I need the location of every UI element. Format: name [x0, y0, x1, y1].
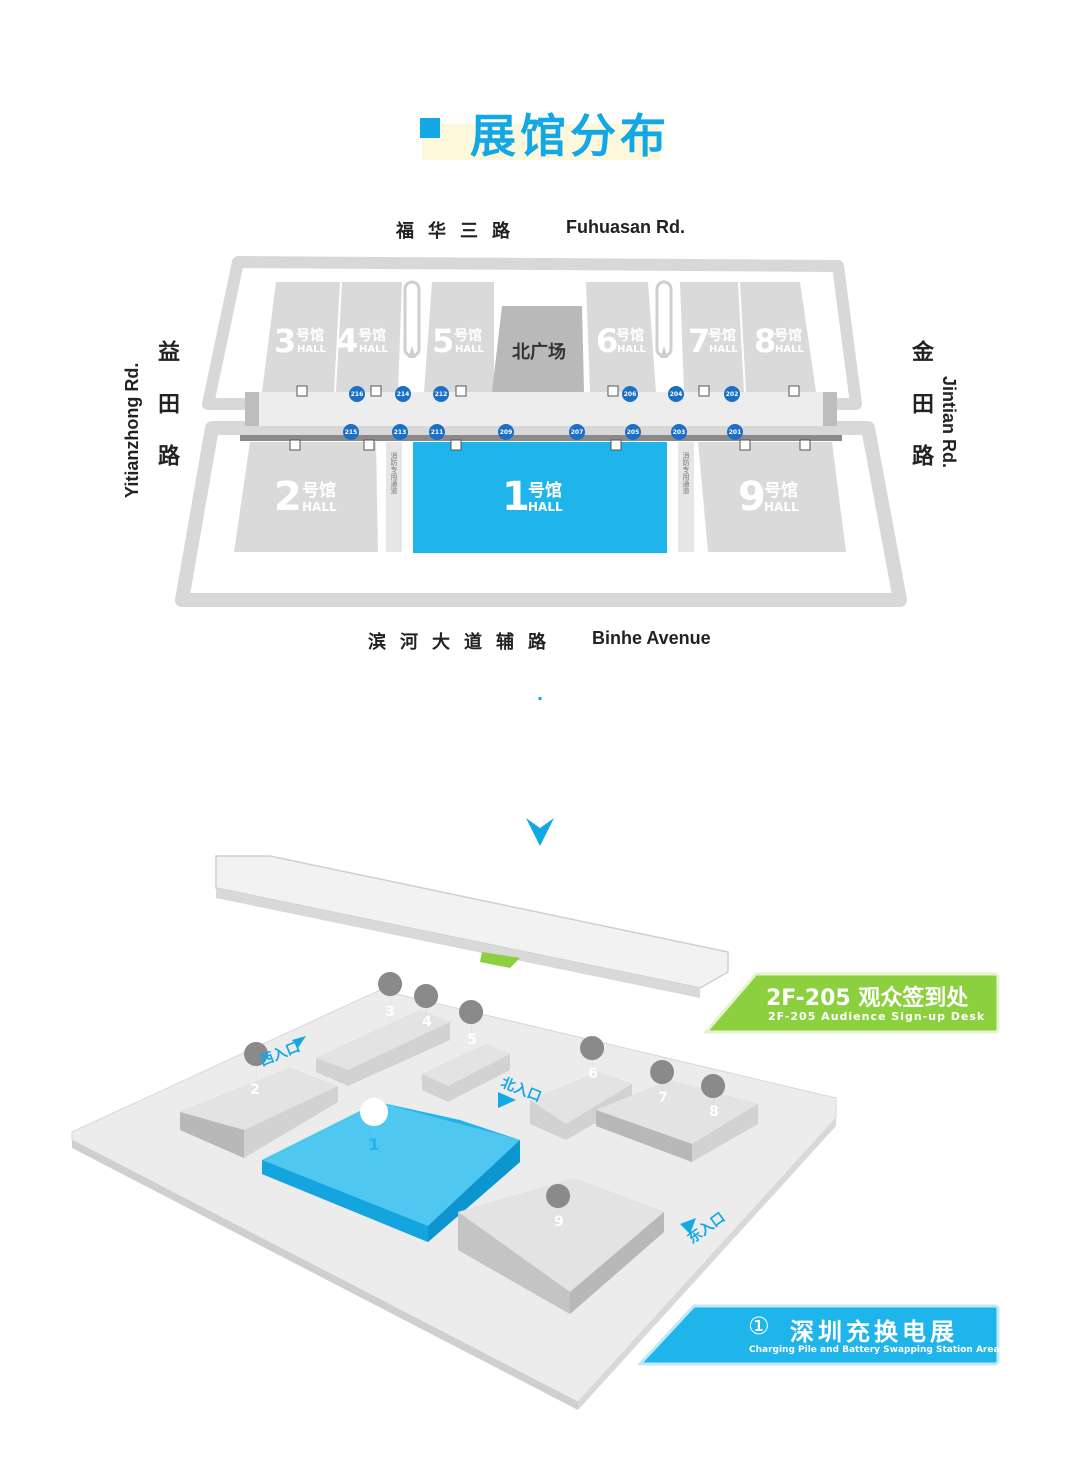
svg-text:205: 205	[627, 429, 640, 436]
svg-text:HALL: HALL	[455, 344, 484, 355]
main-walkway	[240, 435, 842, 441]
svg-text:2: 2	[274, 474, 302, 520]
svg-text:209: 209	[500, 429, 513, 436]
floor-plan-map: 216 214 212 206 204 202 215 213 211 209 …	[175, 256, 907, 700]
west-entrance-arrow-icon	[292, 1036, 306, 1048]
svg-text:9: 9	[738, 474, 766, 520]
exhibit-number: ①	[748, 1312, 770, 1340]
svg-text:号馆: 号馆	[302, 480, 336, 501]
svg-text:9: 9	[554, 1214, 564, 1230]
north-plaza-label: 北广场	[512, 341, 566, 363]
svg-text:215: 215	[345, 429, 358, 436]
title-highlight	[422, 124, 660, 160]
signup-title: 2F-205 观众签到处	[766, 986, 969, 1011]
signup-banner	[704, 972, 1000, 1034]
hall-1-floor	[413, 442, 667, 553]
svg-text:HALL: HALL	[709, 344, 738, 355]
arrow-down-icon	[526, 818, 554, 846]
svg-text:206: 206	[624, 391, 637, 398]
hall-3-floor	[262, 282, 340, 392]
room-codes	[343, 386, 743, 440]
exhibit-banner	[638, 1304, 1000, 1366]
signup-desk-marker	[480, 952, 520, 968]
svg-text:211: 211	[431, 429, 444, 436]
hall-5-floor	[424, 282, 494, 392]
exhibit-title: 深圳充换电展	[790, 1318, 958, 1346]
svg-text:1: 1	[368, 1135, 379, 1154]
east-entrance-arrow-icon	[680, 1218, 696, 1234]
road-north-en: Fuhuasan Rd.	[566, 217, 686, 237]
title-square-icon	[420, 118, 440, 138]
exhibit-subtitle: Charging Pile and Battery Swapping Stati…	[749, 1345, 1000, 1355]
svg-text:203: 203	[673, 429, 686, 436]
svg-text:216: 216	[351, 391, 364, 398]
svg-text:5: 5	[467, 1032, 477, 1048]
svg-text:号馆: 号馆	[296, 327, 324, 344]
svg-text:7: 7	[688, 322, 710, 360]
svg-text:消防专用通道: 消防专用通道	[390, 451, 398, 495]
road-south-en: Binhe Avenue	[592, 628, 711, 648]
svg-text:号馆: 号馆	[774, 327, 802, 344]
road-south-cn: 滨河大道辅路	[368, 632, 560, 653]
svg-text:5: 5	[432, 322, 454, 360]
road-west-cn: 益田路	[154, 340, 179, 496]
signup-subtitle: 2F-205 Audience Sign-up Desk	[768, 1010, 986, 1023]
road-north-cn: 福华三路	[396, 221, 524, 242]
svg-text:HALL: HALL	[302, 500, 337, 514]
south-outline	[175, 421, 907, 607]
road-east-en: Jintian Rd.	[939, 376, 959, 469]
svg-text:4: 4	[422, 1014, 432, 1030]
svg-text:HALL: HALL	[764, 500, 799, 514]
north-entrance-arrow-icon	[498, 1092, 516, 1108]
svg-text:HALL: HALL	[617, 344, 646, 355]
svg-text:号馆: 号馆	[764, 480, 798, 501]
svg-text:214: 214	[397, 391, 410, 398]
svg-text:204: 204	[670, 391, 683, 398]
svg-text:8: 8	[754, 322, 776, 360]
svg-text:202: 202	[726, 391, 739, 398]
svg-text:212: 212	[435, 391, 448, 398]
svg-text:3: 3	[274, 322, 296, 360]
svg-text:6: 6	[596, 322, 618, 360]
svg-text:1: 1	[502, 474, 530, 520]
hall-2-floor	[234, 442, 378, 552]
svg-text:HALL: HALL	[297, 344, 326, 355]
svg-text:消防专用通道: 消防专用通道	[682, 451, 690, 495]
hall-8-floor	[740, 282, 816, 392]
svg-text:HALL: HALL	[775, 344, 804, 355]
isometric-map: 2 3 4 5 6 7 8 9 1 西入口 北入口 东入口	[71, 855, 837, 1410]
hall-7-floor	[680, 282, 744, 392]
svg-text:6: 6	[588, 1066, 598, 1082]
svg-text:201: 201	[729, 429, 742, 436]
2f-slab	[215, 855, 729, 989]
north-plaza-floor	[492, 306, 584, 392]
svg-text:HALL: HALL	[359, 344, 388, 355]
hall-4-floor	[336, 282, 402, 392]
hall-6-floor	[586, 282, 656, 392]
svg-text:4: 4	[336, 322, 358, 360]
svg-text:8: 8	[709, 1104, 719, 1120]
svg-text:213: 213	[394, 429, 407, 436]
map-pins	[244, 972, 726, 1240]
svg-text:号馆: 号馆	[358, 327, 386, 344]
svg-text:2: 2	[250, 1082, 260, 1098]
stair-icons	[289, 385, 811, 451]
svg-text:号馆: 号馆	[708, 327, 736, 344]
north-outline	[202, 256, 862, 410]
svg-text:207: 207	[571, 429, 584, 436]
svg-text:号馆: 号馆	[454, 327, 482, 344]
road-east-cn: 金田路	[908, 340, 933, 496]
hall-9-floor	[698, 442, 846, 552]
page-title: 展馆分布	[470, 109, 670, 163]
svg-text:3: 3	[385, 1004, 395, 1020]
svg-text:HALL: HALL	[528, 500, 563, 514]
svg-text:号馆: 号馆	[528, 480, 562, 501]
svg-text:7: 7	[658, 1090, 668, 1106]
svg-text:号馆: 号馆	[616, 327, 644, 344]
